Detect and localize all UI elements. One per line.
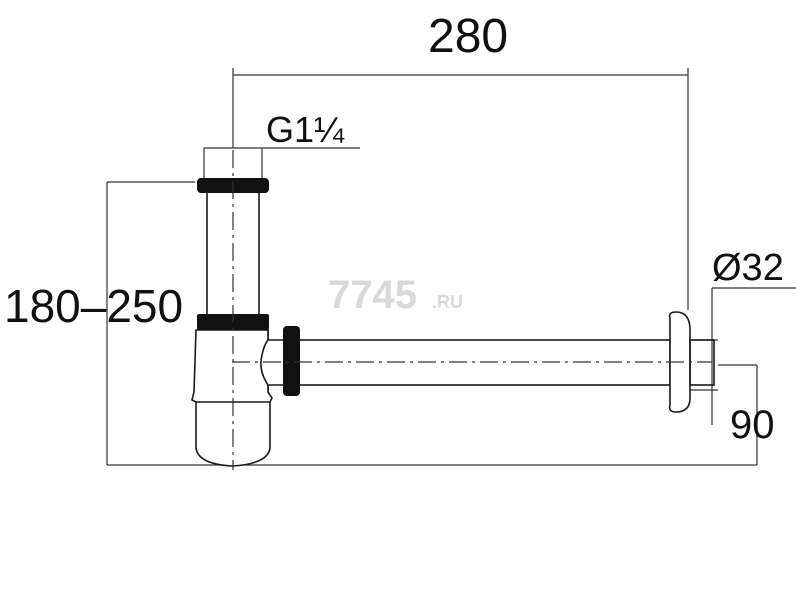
siphon-cup <box>191 329 273 467</box>
height-label: 180–250 <box>4 280 183 332</box>
outlet-gasket <box>283 326 300 396</box>
dimension-labels: 280 G1¼ 180–250 Ø32 90 <box>4 10 784 447</box>
width-label: 280 <box>428 10 508 63</box>
watermark: 7745 .RU <box>328 273 463 317</box>
thread-label: G1¼ <box>266 109 345 150</box>
gaskets <box>197 178 300 396</box>
watermark-suffix: .RU <box>432 292 463 312</box>
watermark-number: 7745 <box>328 273 417 317</box>
pipe-diameter-label: Ø32 <box>712 247 784 289</box>
siphon-body <box>191 189 715 467</box>
center-lines <box>232 150 712 470</box>
outlet-height-label: 90 <box>730 403 775 447</box>
